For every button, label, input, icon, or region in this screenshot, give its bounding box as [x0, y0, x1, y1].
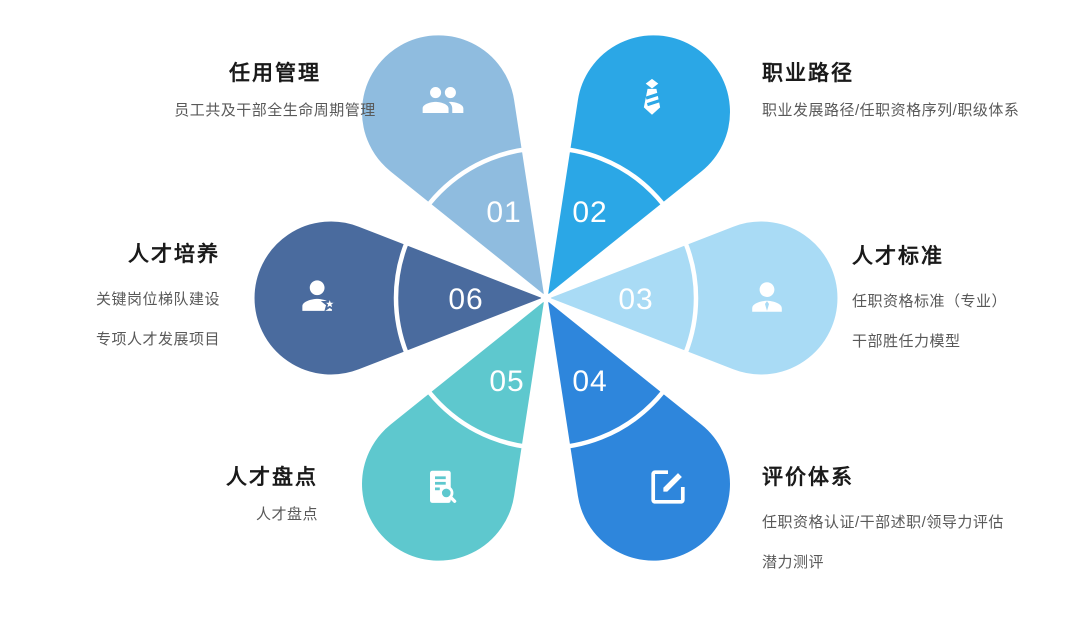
module-desc-appointment: 员工共及干部全生命周期管理: [174, 102, 376, 120]
petal-talent-review: [359, 294, 549, 564]
petal-shape: [541, 218, 841, 378]
petal-shape: [359, 32, 549, 302]
person-star-icon: [302, 280, 339, 312]
petal-number-06: 06: [448, 283, 483, 316]
module-desc-talent-standard-1: 任职资格标准（专业）: [852, 293, 1008, 311]
people-icon: [422, 87, 464, 113]
module-desc-talent-standard-2: 干部胜任力模型: [852, 332, 961, 350]
module-desc-talent-development-2: 专项人才发展项目: [95, 330, 220, 348]
petal-number-05: 05: [489, 365, 524, 398]
module-desc-talent-development-1: 关键岗位梯队建设: [95, 291, 220, 309]
petal-shape: [251, 218, 551, 378]
edit-icon: [651, 470, 685, 504]
petal-talent-development: [251, 218, 551, 378]
petal-number-02: 02: [572, 196, 607, 229]
module-title-career-path: 职业路径: [762, 62, 854, 85]
module-desc-evaluation-2: 潜力测评: [762, 553, 825, 571]
petal-talent-standard: [541, 218, 841, 378]
module-label-talent-development: 人才培养 关键岗位梯队建设 专项人才发展项目: [38, 243, 220, 371]
petal-shape: [543, 32, 733, 302]
petal-number-01: 01: [486, 196, 521, 229]
module-desc-evaluation-1: 任职资格认证/干部述职/领导力评估: [762, 514, 1004, 532]
doc-search-icon: [430, 470, 457, 503]
module-title-appointment: 任用管理: [229, 62, 321, 85]
petal-career-path: [543, 32, 733, 302]
center-dot: [541, 293, 551, 303]
petal-appointment: [359, 32, 549, 302]
module-label-talent-standard: 人才标准 任职资格标准（专业） 干部胜任力模型: [852, 245, 1078, 373]
module-title-talent-standard: 人才标准: [852, 245, 944, 268]
module-label-career-path: 职业路径 职业发展路径/任职资格序列/职级体系: [762, 62, 1076, 142]
petal-number-03: 03: [618, 283, 653, 316]
necktie-icon: [643, 78, 661, 115]
module-title-talent-review: 人才盘点: [226, 466, 318, 489]
module-label-appointment: 任用管理 员工共及干部全生命周期管理: [150, 62, 400, 142]
module-label-talent-review: 人才盘点 人才盘点: [118, 466, 318, 546]
module-desc-career-path: 职业发展路径/任职资格序列/职级体系: [762, 102, 1020, 120]
module-label-evaluation: 评价体系 任职资格认证/干部述职/领导力评估 潜力测评: [762, 466, 1080, 594]
module-desc-talent-review: 人才盘点: [255, 506, 318, 524]
module-title-evaluation: 评价体系: [762, 466, 854, 489]
petal-number-04: 04: [572, 365, 607, 398]
center-ring: [393, 145, 699, 451]
petal-shape: [359, 294, 549, 564]
module-title-talent-development: 人才培养: [128, 243, 220, 266]
